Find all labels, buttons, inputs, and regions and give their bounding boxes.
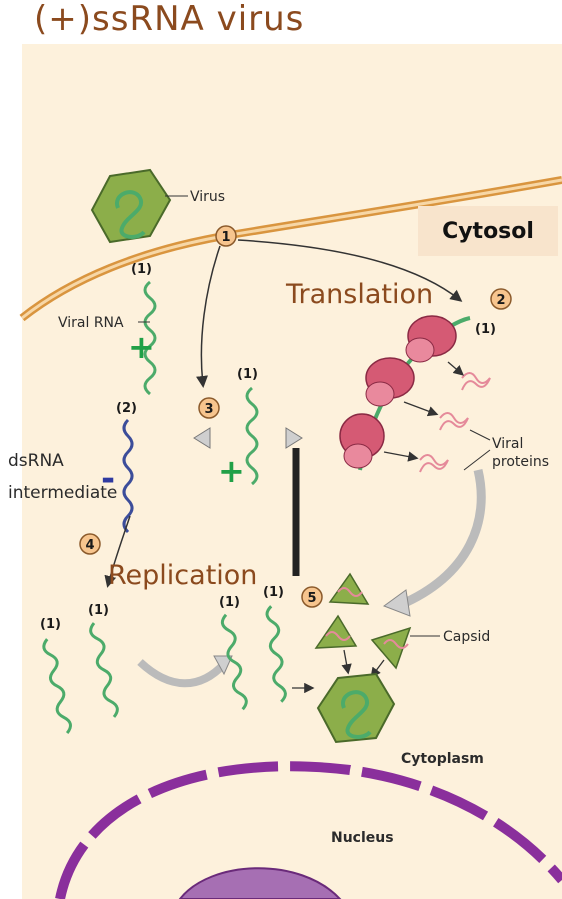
lower-strand-3 bbox=[220, 613, 248, 711]
viral-proteins-leader bbox=[463, 429, 491, 471]
proteins-to-capsid-arrowhead bbox=[382, 589, 411, 617]
lower-strand-4 bbox=[265, 605, 287, 703]
virus-label: Virus bbox=[190, 189, 225, 205]
replication-gray-arrow bbox=[137, 659, 227, 688]
ribosome-2 bbox=[365, 357, 415, 407]
step-3-right-arrow bbox=[285, 427, 303, 449]
replication-gray-arrowhead bbox=[213, 655, 233, 676]
plus-sign-center: + bbox=[218, 452, 245, 490]
capsid-subunit-3 bbox=[370, 626, 412, 670]
arrow-to-translation bbox=[237, 239, 463, 302]
strand-number-center: (1) bbox=[237, 367, 258, 382]
strand-number-minus: (2) bbox=[116, 401, 137, 416]
translation-label: Translation bbox=[285, 279, 433, 310]
step-2-marker: 2 bbox=[490, 288, 512, 310]
step-3-marker: 3 bbox=[198, 397, 220, 419]
step-5-marker: 5 bbox=[301, 586, 323, 608]
step-1-marker: 1 bbox=[215, 225, 237, 247]
cell-membrane-highlight bbox=[21, 178, 562, 320]
viral-protein-coil-2 bbox=[439, 412, 469, 431]
strand-number-translation: (1) bbox=[475, 322, 496, 337]
virus-particle bbox=[90, 168, 172, 244]
strand-number-lower-3: (1) bbox=[219, 595, 240, 610]
svg-text:3: 3 bbox=[204, 402, 213, 417]
svg-text:1: 1 bbox=[221, 230, 230, 245]
diagram-title: (+)ssRNA virus bbox=[34, 0, 304, 39]
nucleus-label: Nucleus bbox=[331, 830, 394, 846]
strand-number-lower-2: (1) bbox=[88, 603, 109, 618]
cytoplasm-label: Cytoplasm bbox=[401, 751, 484, 767]
center-plus-strand bbox=[245, 386, 259, 486]
minus-strand bbox=[122, 418, 134, 534]
capsid-subunit-2 bbox=[314, 614, 358, 649]
viral-rna-label: Viral RNA bbox=[58, 315, 124, 331]
cytosol-label: Cytosol bbox=[442, 219, 534, 244]
plus-sign-viral-rna: + bbox=[128, 328, 155, 366]
arrow-to-step-3 bbox=[196, 245, 221, 388]
viral-rna-strand bbox=[143, 280, 157, 396]
svg-text:5: 5 bbox=[307, 591, 316, 606]
svg-text:2: 2 bbox=[496, 293, 505, 308]
lower-strand-1 bbox=[42, 638, 72, 734]
arrow-protein-3 bbox=[383, 451, 419, 462]
diagram-background bbox=[22, 0, 562, 899]
arrow-protein-1 bbox=[447, 361, 464, 376]
viral-protein-coil-3 bbox=[419, 454, 449, 473]
arrow-capsid-assembly-1 bbox=[341, 649, 352, 675]
viral-protein-coil-1 bbox=[461, 372, 491, 391]
title-strip bbox=[0, 0, 562, 44]
ribosome-1 bbox=[405, 315, 457, 363]
new-virus-particle bbox=[316, 672, 396, 744]
strand-number-lower-4: (1) bbox=[263, 585, 284, 600]
replication-label: Replication bbox=[108, 560, 257, 591]
capsid-label: Capsid bbox=[443, 629, 490, 645]
dsrna-label-line2: intermediate bbox=[8, 483, 117, 503]
viral-proteins-label-1: Viral bbox=[492, 436, 523, 452]
strand-number-viral-rna: (1) bbox=[131, 262, 152, 277]
dsrna-label-line1: dsRNA bbox=[8, 451, 64, 471]
strand-number-lower-1: (1) bbox=[40, 617, 61, 632]
proteins-to-capsid-arrow bbox=[398, 468, 486, 610]
arrow-protein-2 bbox=[403, 401, 439, 417]
lower-strand-2 bbox=[89, 622, 119, 718]
svg-text:4: 4 bbox=[85, 538, 94, 553]
minus-sign: - bbox=[101, 459, 115, 499]
step-3-left-arrow bbox=[193, 427, 211, 449]
nuclear-envelope bbox=[55, 761, 562, 899]
nucleolus bbox=[178, 867, 342, 899]
capsid-subunit-1 bbox=[328, 572, 370, 605]
step-4-marker: 4 bbox=[79, 533, 101, 555]
cytosol-label-box bbox=[418, 206, 558, 256]
ribosome-3 bbox=[339, 413, 385, 469]
arrow-step-4 bbox=[104, 515, 131, 588]
viral-proteins-label-2: proteins bbox=[492, 454, 549, 470]
